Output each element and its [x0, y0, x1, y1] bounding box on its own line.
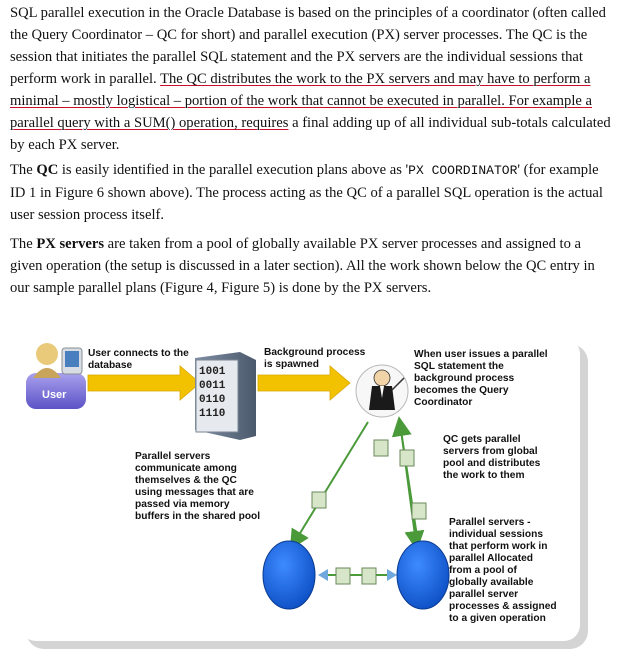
p2-text-a: The: [10, 162, 37, 178]
binary-panel: [195, 359, 239, 433]
p1-underlined-text: The QC distributes the work to the PX se…: [10, 71, 592, 131]
paragraph-2: The QC is easily identified in the paral…: [10, 159, 613, 226]
p2-code-px-coordinator: PX COORDINATOR: [408, 163, 518, 178]
p3-bold-px-servers: PX servers: [36, 236, 105, 252]
p3-text-b: are taken from a pool of globally availa…: [10, 236, 595, 296]
message-envelope-icon: [361, 567, 377, 585]
binary-line-4: 1110: [199, 408, 225, 420]
arrow-right-server-to-qc-icon: [391, 416, 419, 544]
paragraph-1: SQL parallel execution in the Oracle Dat…: [10, 2, 613, 156]
px-server-left-icon: [262, 540, 316, 610]
conductor-head-icon: [373, 369, 391, 387]
p2-text-c: ' (for example ID 1 in Figure 6 shown ab…: [10, 162, 603, 223]
label-user-connects: User connects to the database: [88, 348, 192, 371]
px-server-right-icon: [396, 540, 450, 610]
message-envelope-icon: [335, 567, 351, 585]
query-coordinator-icon: [355, 364, 409, 418]
label-when-user-issues: When user issues a parallel SQL statemen…: [414, 349, 550, 408]
binary-line-1: 1001: [199, 366, 226, 378]
user-figure: User: [26, 343, 86, 409]
message-envelopes: [311, 439, 427, 585]
user-box: [26, 373, 86, 409]
label-servers-communicate: Parallel servers communicate among thems…: [135, 451, 260, 522]
message-envelope-icon: [311, 491, 327, 509]
label-background-process: Background process is spawned: [264, 347, 368, 370]
arrow-user-to-db-icon: [87, 365, 201, 401]
p2-bold-qc: QC: [36, 162, 59, 178]
binary-line-3: 0110: [199, 394, 225, 406]
monitor-screen: [65, 351, 79, 367]
label-qc-gets-servers: QC gets parallel servers from global poo…: [443, 434, 543, 481]
user-head-icon: [36, 343, 58, 365]
message-envelope-icon: [373, 439, 389, 457]
message-envelope-icon: [411, 502, 427, 520]
p1-text-a: SQL parallel execution in the Oracle Dat…: [10, 5, 606, 87]
database-server-icon: 1001 0011 0110 1110: [195, 352, 256, 440]
message-envelope-icon: [399, 449, 415, 467]
arrowhead-left-icon: [318, 569, 328, 581]
baton-icon: [391, 377, 405, 391]
p1-text-c: a final adding up of all individual sub-…: [10, 115, 611, 153]
conductor-shirt: [380, 386, 384, 398]
user-label: User: [42, 389, 67, 401]
label-parallel-servers-desc: Parallel servers - individual sessions t…: [449, 517, 559, 624]
parallel-execution-diagram: User 1001 0011 0110 1110 User con: [20, 338, 588, 649]
arrow-qc-to-left-server-icon: [289, 421, 369, 550]
binary-line-2: 0011: [199, 380, 226, 392]
p3-text-a: The: [10, 236, 37, 252]
arrowhead-right-icon: [387, 569, 397, 581]
arrow-db-to-qc-icon: [257, 365, 351, 401]
paragraph-3: The PX servers are taken from a pool of …: [10, 233, 613, 299]
p2-text-b: is easily identified in the parallel exe…: [58, 162, 409, 178]
user-body-icon: [33, 368, 61, 378]
